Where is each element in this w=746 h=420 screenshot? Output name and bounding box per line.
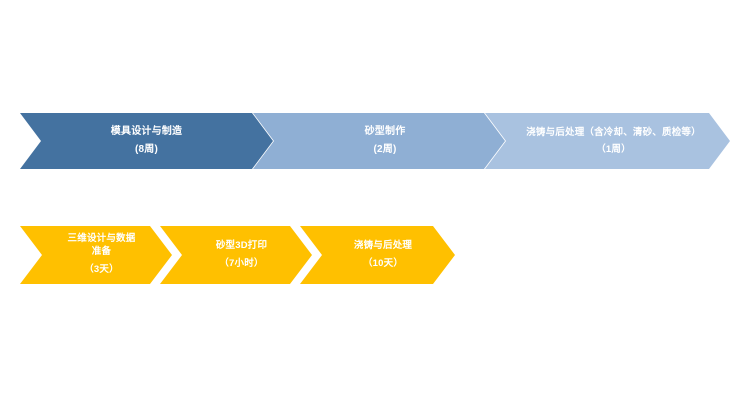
chevron-label-stack: 砂型3D打印 （7小时） bbox=[160, 239, 312, 271]
chevron-step-casting-and-post-processing[interactable]: 浇铸与后处理（含冷却、清砂、质检等） （1周） bbox=[485, 113, 730, 169]
chevron-title: 砂型3D打印 bbox=[215, 240, 268, 252]
chevron-duration: （7小时） bbox=[219, 258, 264, 269]
chevron-title: 浇铸与后处理（含冷却、清砂、质检等） bbox=[526, 126, 701, 138]
chevron-step-3d-design-and-data-preparation[interactable]: 三维设计与数据 准备 （3天） bbox=[20, 226, 172, 284]
chevron-step-sand-mold-3d-printing[interactable]: 砂型3D打印 （7小时） bbox=[160, 226, 312, 284]
chevron-step-casting-and-post-processing-fast[interactable]: 浇铸与后处理 （10天） bbox=[300, 226, 455, 284]
chevron-label-stack: 浇铸与后处理（含冷却、清砂、质检等） （1周） bbox=[485, 126, 730, 157]
chevron-label-stack: 浇铸与后处理 （10天） bbox=[300, 239, 455, 271]
chevron-duration: （3天） bbox=[84, 264, 119, 276]
traditional-process-row: 模具设计与制造 (8周) 砂型制作 (2周) 浇铸与后处理（含冷却、清砂、质检等… bbox=[0, 113, 746, 169]
chevron-label-stack: 砂型制作 (2周) bbox=[253, 125, 505, 157]
chevron-title: 浇铸与后处理 bbox=[353, 240, 413, 252]
chevron-label-stack: 三维设计与数据 准备 （3天） bbox=[20, 233, 172, 277]
3d-printing-process-row: 三维设计与数据 准备 （3天） 砂型3D打印 （7小时） 浇铸与后处理 （10天… bbox=[0, 226, 746, 284]
chevron-duration: (8周) bbox=[134, 143, 159, 155]
chevron-duration: (2周) bbox=[373, 143, 397, 155]
chevron-step-sand-mold-making[interactable]: 砂型制作 (2周) bbox=[253, 113, 505, 169]
chevron-title: 砂型制作 bbox=[364, 126, 406, 137]
chevron-step-mold-design-and-manufacture[interactable]: 模具设计与制造 (8周) bbox=[20, 113, 273, 169]
chevron-duration: （10天） bbox=[362, 258, 404, 269]
chevron-duration: （1周） bbox=[596, 143, 631, 155]
chevron-title: 模具设计与制造 bbox=[110, 126, 183, 137]
chevron-label-stack: 模具设计与制造 (8周) bbox=[20, 125, 273, 157]
chevron-title: 三维设计与数据 准备 bbox=[67, 232, 136, 257]
